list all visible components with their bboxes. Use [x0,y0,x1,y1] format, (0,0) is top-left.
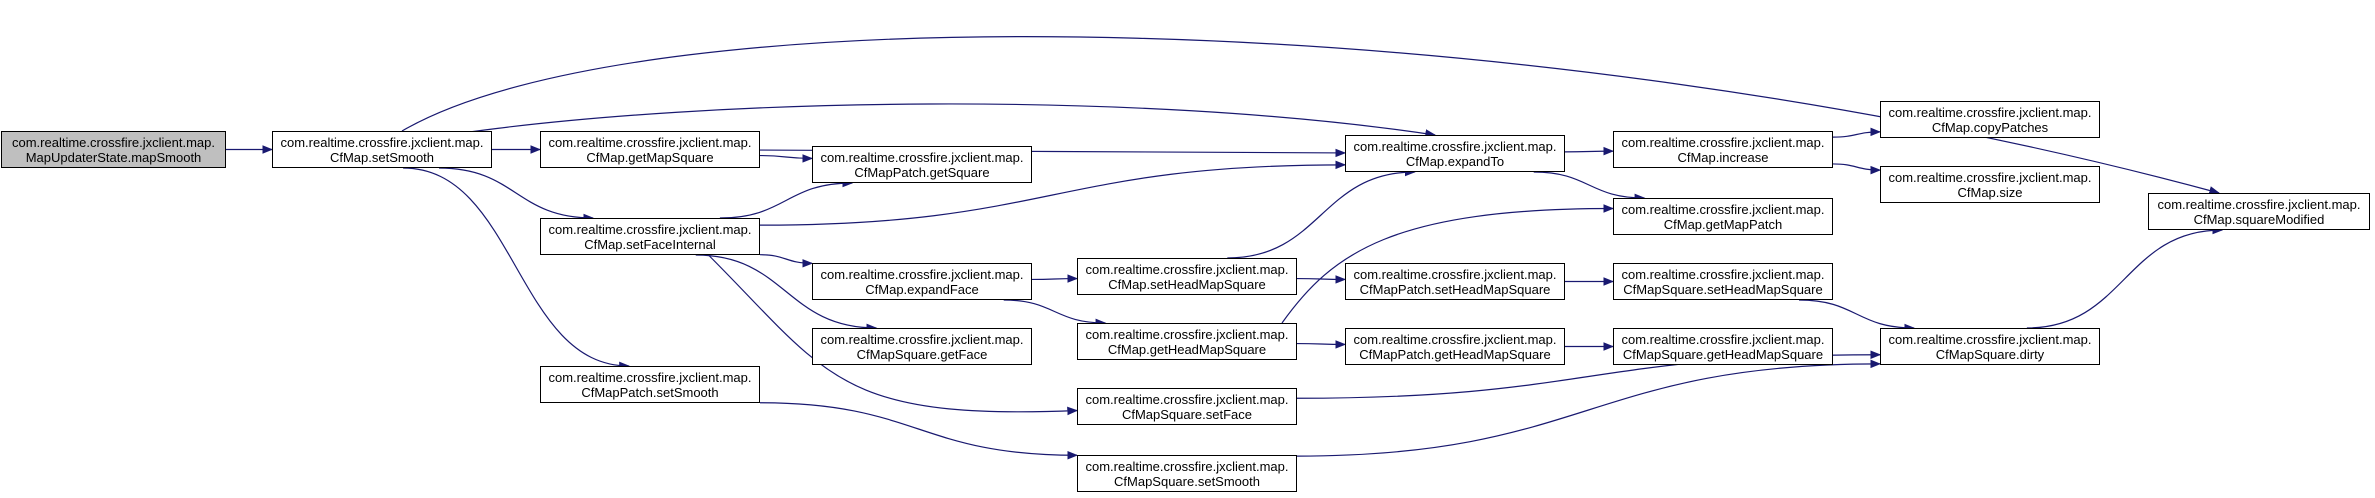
node-method-label: CfMap.size [1957,184,2023,200]
node-cfmap-expandto[interactable]: com.realtime.crossfire.jxclient.map. CfM… [1345,135,1565,172]
edge-expandto-to-increase [1564,146,1615,156]
node-cfmappatch-getsquare[interactable]: com.realtime.crossfire.jxclient.map. CfM… [812,146,1032,183]
node-cfmappatch-setheadmapsquare[interactable]: com.realtime.crossfire.jxclient.map. CfM… [1345,263,1565,300]
node-package-label: com.realtime.crossfire.jxclient.map. [820,331,1024,347]
node-package-label: com.realtime.crossfire.jxclient.map. [1085,261,1289,277]
edge-setfaceinternal-to-squaregetface [695,254,878,333]
node-package-label: com.realtime.crossfire.jxclient.map. [548,221,752,237]
node-cfmappatch-setsmooth[interactable]: com.realtime.crossfire.jxclient.map. CfM… [540,366,760,403]
node-method-label: CfMap.getMapPatch [1663,216,1783,232]
edge-setsmooth-to-patchsetsmooth [403,167,630,371]
node-mapupdaterstate-mapsmooth[interactable]: com.realtime.crossfire.jxclient.map. Map… [1,131,226,168]
node-package-label: com.realtime.crossfire.jxclient.map. [1353,138,1557,154]
node-package-label: com.realtime.crossfire.jxclient.map. [12,134,215,150]
edge-getheadmapsquare-to-getmappatch [1281,204,1615,324]
node-package-label: com.realtime.crossfire.jxclient.map. [820,266,1024,282]
edge-setsmooth-to-expandto [461,103,1437,138]
node-package-label: com.realtime.crossfire.jxclient.map. [1888,104,2092,120]
edge-dirty-to-squaremodified [2026,225,2224,329]
edge-getheadmapsquare-to-patchgethead [1296,340,1347,349]
edge-squaresethead-to-dirty [1798,299,1916,333]
node-method-label: CfMap.setHeadMapSquare [1108,276,1266,292]
node-package-label: com.realtime.crossfire.jxclient.map. [1888,331,2092,347]
edge-setheadmapsquare-to-patchsethead [1296,275,1347,284]
node-package-label: com.realtime.crossfire.jxclient.map. [1353,331,1557,347]
node-package-label: com.realtime.crossfire.jxclient.map. [548,369,752,385]
node-cfmap-increase[interactable]: com.realtime.crossfire.jxclient.map. CfM… [1613,131,1833,168]
node-package-label: com.realtime.crossfire.jxclient.map. [548,134,752,150]
node-package-label: com.realtime.crossfire.jxclient.map. [2157,196,2361,212]
node-package-label: com.realtime.crossfire.jxclient.map. [1085,458,1289,474]
node-cfmapsquare-getface[interactable]: com.realtime.crossfire.jxclient.map. CfM… [812,328,1032,365]
node-method-label: CfMapSquare.setHeadMapSquare [1623,281,1823,297]
node-method-label: CfMap.increase [1677,149,1769,165]
node-cfmap-size[interactable]: com.realtime.crossfire.jxclient.map. CfM… [1880,166,2100,203]
node-method-label: CfMap.getMapSquare [586,149,714,165]
node-cfmap-getmappatch[interactable]: com.realtime.crossfire.jxclient.map. CfM… [1613,198,1833,235]
node-method-label: CfMap.copyPatches [1931,119,2049,135]
node-cfmap-setfaceinternal[interactable]: com.realtime.crossfire.jxclient.map. CfM… [540,218,760,255]
node-cfmappatch-getheadmapsquare[interactable]: com.realtime.crossfire.jxclient.map. CfM… [1345,328,1565,365]
edge-setheadmapsquare-to-expandto [1227,167,1416,259]
node-package-label: com.realtime.crossfire.jxclient.map. [1888,169,2092,185]
node-method-label: CfMapPatch.setSmooth [581,384,719,400]
edge-setfaceinternal-to-expandto [759,160,1347,226]
node-cfmap-getmapsquare[interactable]: com.realtime.crossfire.jxclient.map. CfM… [540,131,760,168]
call-edges [226,36,2224,460]
edge-expandface-to-getheadmapsquare [1003,299,1107,328]
edge-setsmooth-to-setfaceinternal [438,167,595,223]
node-package-label: com.realtime.crossfire.jxclient.map. [820,149,1024,165]
edge-increase-to-size [1832,163,1882,175]
node-method-label: CfMap.squareModified [2193,211,2325,227]
node-method-label: CfMap.expandFace [865,281,979,297]
node-method-label: CfMapPatch.getHeadMapSquare [1359,346,1551,362]
edge-setfaceinternal-to-expandface [759,254,814,268]
node-cfmap-setheadmapsquare[interactable]: com.realtime.crossfire.jxclient.map. CfM… [1077,258,1297,295]
node-method-label: CfMapSquare.getHeadMapSquare [1622,346,1824,362]
edge-setfaceinternal-to-patchgetsquare [719,178,854,219]
node-method-label: CfMapSquare.setSmooth [1114,473,1260,489]
node-cfmap-squaremodified[interactable]: com.realtime.crossfire.jxclient.map. CfM… [2148,193,2370,230]
node-method-label: CfMapPatch.getSquare [854,164,990,180]
node-cfmap-getheadmapsquare[interactable]: com.realtime.crossfire.jxclient.map. CfM… [1077,323,1297,360]
node-package-label: com.realtime.crossfire.jxclient.map. [1621,201,1825,217]
edge-setfaceinternal-to-squaresetface [708,254,1079,416]
node-cfmapsquare-dirty[interactable]: com.realtime.crossfire.jxclient.map. CfM… [1880,328,2100,365]
node-method-label: CfMapSquare.getFace [856,346,988,362]
node-cfmap-expandface[interactable]: com.realtime.crossfire.jxclient.map. CfM… [812,263,1032,300]
node-method-label: CfMap.getHeadMapSquare [1107,341,1267,357]
node-package-label: com.realtime.crossfire.jxclient.map. [1621,266,1825,282]
node-method-label: CfMap.expandTo [1405,153,1505,169]
node-method-label: CfMap.setSmooth [329,149,435,165]
node-method-label: MapUpdaterState.mapSmooth [25,149,202,165]
node-method-label: CfMapPatch.setHeadMapSquare [1359,281,1551,297]
node-package-label: com.realtime.crossfire.jxclient.map. [280,134,484,150]
edge-expandto-to-getmappatch [1533,171,1646,203]
node-cfmapsquare-getheadmapsquare[interactable]: com.realtime.crossfire.jxclient.map. CfM… [1613,328,1833,365]
edge-expandface-to-setheadmapsquare [1031,274,1079,283]
node-package-label: com.realtime.crossfire.jxclient.map. [1621,134,1825,150]
edge-patchsetsmooth-to-squaresetsmooth [759,402,1079,460]
node-package-label: com.realtime.crossfire.jxclient.map. [1353,266,1557,282]
node-method-label: CfMapSquare.dirty [1935,346,2045,362]
node-cfmapsquare-setsmooth[interactable]: com.realtime.crossfire.jxclient.map. CfM… [1077,455,1297,492]
node-package-label: com.realtime.crossfire.jxclient.map. [1085,391,1289,407]
edge-increase-to-copypatches [1832,127,1882,138]
node-package-label: com.realtime.crossfire.jxclient.map. [1621,331,1825,347]
edge-squaresetsmooth-to-dirty [1296,359,1882,457]
node-cfmap-setsmooth[interactable]: com.realtime.crossfire.jxclient.map. CfM… [272,131,492,168]
node-method-label: CfMapSquare.setFace [1121,406,1253,422]
node-cfmap-copypatches[interactable]: com.realtime.crossfire.jxclient.map. CfM… [1880,101,2100,138]
node-method-label: CfMap.setFaceInternal [584,236,716,252]
node-cfmapsquare-setface[interactable]: com.realtime.crossfire.jxclient.map. CfM… [1077,388,1297,425]
node-cfmapsquare-setheadmapsquare[interactable]: com.realtime.crossfire.jxclient.map. CfM… [1613,263,1833,300]
edge-getmapsquare-to-patchgetsquare [759,154,814,163]
node-package-label: com.realtime.crossfire.jxclient.map. [1085,326,1289,342]
